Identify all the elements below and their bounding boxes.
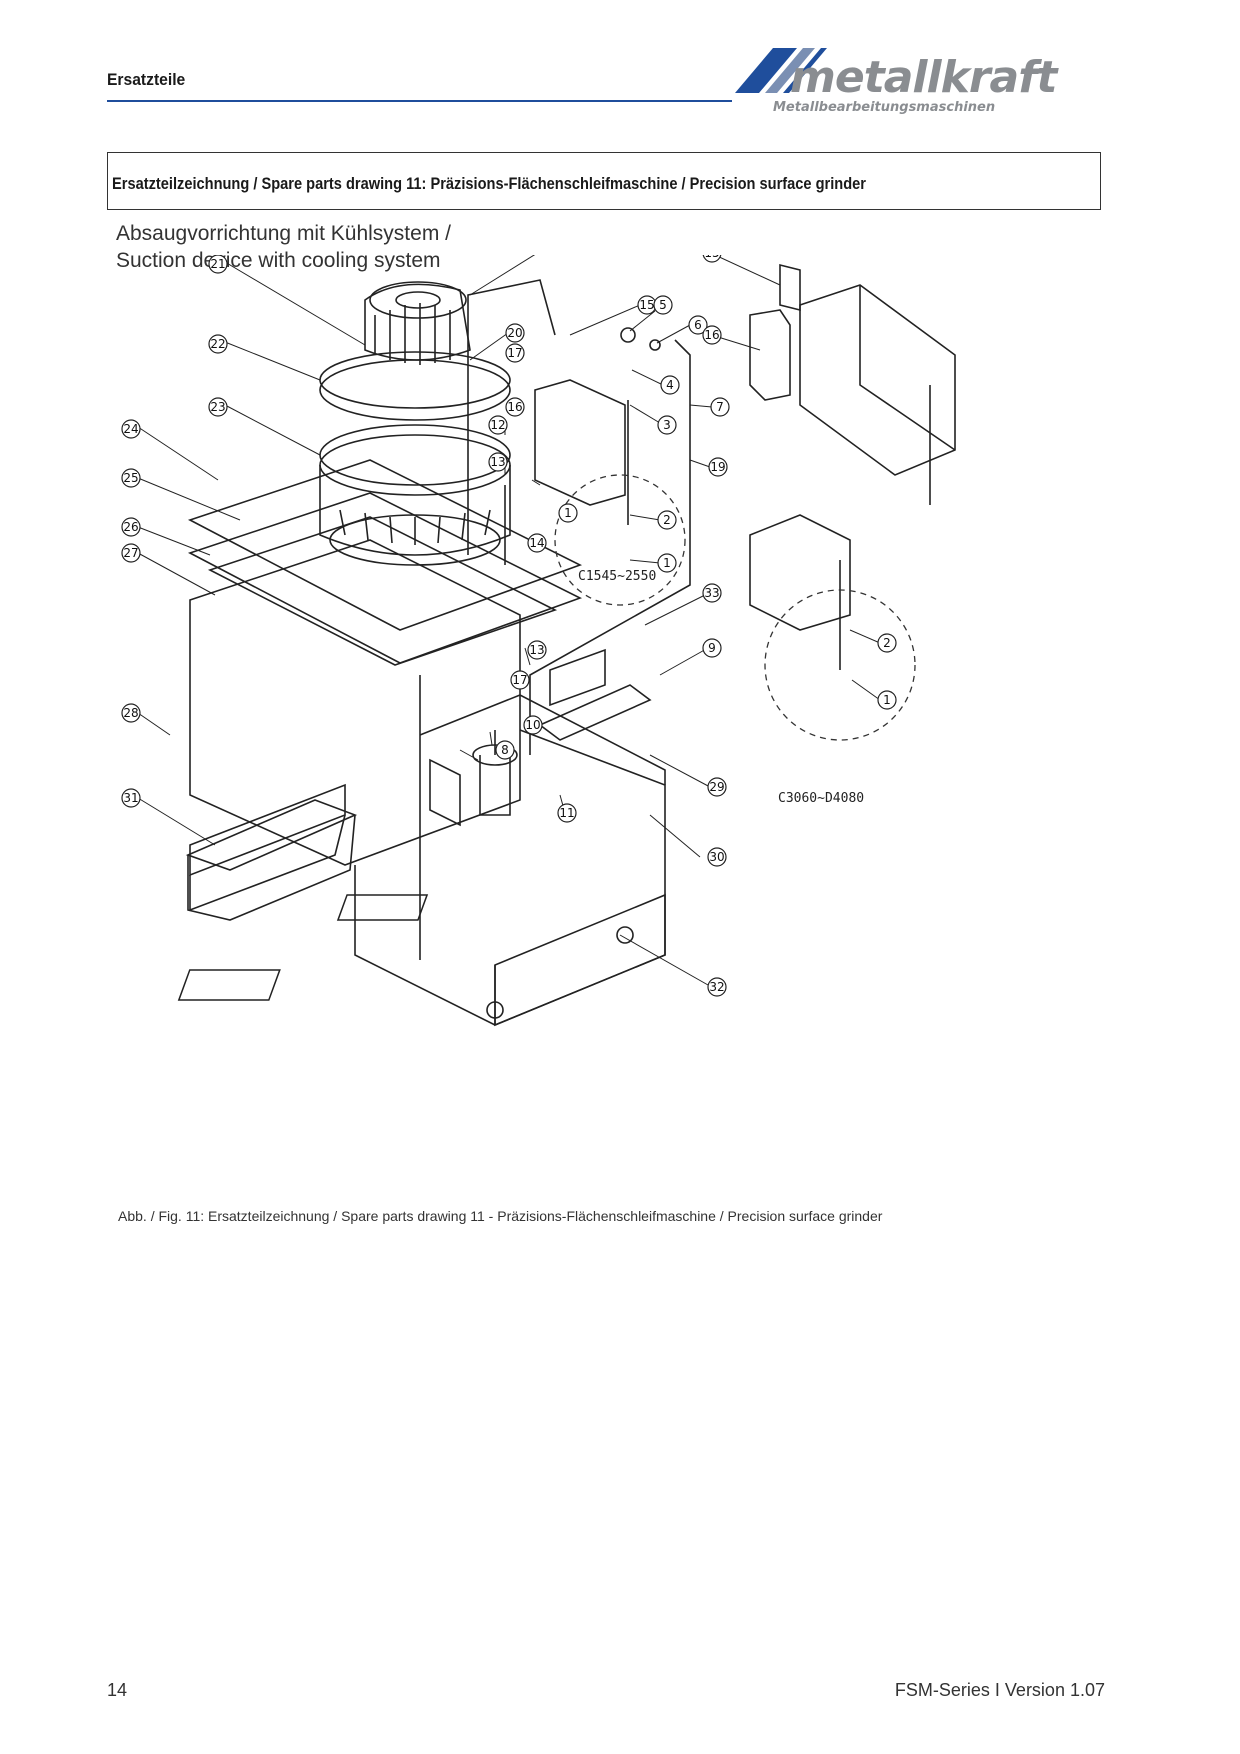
svg-text:26: 26 [123,520,138,534]
svg-text:20: 20 [507,326,522,340]
drawing-title-box: Ersatzteilzeichnung / Spare parts drawin… [107,152,1101,210]
drawing-linework [177,263,956,1027]
part-callout: 31 [121,788,141,808]
brand-logo: metallkraft Metallbearbeitungsmaschinen [735,48,1060,115]
part-callout: 32 [707,977,727,997]
figure-caption: Abb. / Fig. 11: Ersatzteilzeichnung / Sp… [118,1208,883,1224]
part-callout: 12 [488,415,508,435]
svg-text:1: 1 [564,506,572,520]
svg-text:17: 17 [507,346,522,360]
svg-text:1: 1 [883,693,891,707]
version-label: FSM-Series I Version 1.07 [894,1680,1105,1700]
part-callout: 3 [657,415,677,435]
subtitle-line-2: Suction device with cooling system [116,249,441,272]
brand-logo-mark [735,48,827,93]
part-callout: 23 [208,397,228,417]
part-callout: 27 [121,543,141,563]
part-callout: 1 [558,503,578,523]
part-callout: 17 [510,670,530,690]
part-callout: 4 [660,375,680,395]
svg-text:27: 27 [123,546,138,560]
svg-text:11: 11 [559,806,574,820]
part-callout: 13 [488,452,508,472]
svg-text:7: 7 [716,400,724,414]
part-callout: 28 [121,703,141,723]
detail-circles [554,474,916,741]
svg-text:6: 6 [694,318,702,332]
brand-name: metallkraft [790,52,1059,103]
part-callout: 13 [527,640,547,660]
part-callout: 1 [877,690,897,710]
part-callout: 14 [527,533,547,553]
part-callout: 9 [702,638,722,658]
part-callout: 29 [707,777,727,797]
part-callout: 2 [877,633,897,653]
model-label-a: C1545~2550 [578,569,656,584]
svg-text:1: 1 [663,556,671,570]
svg-text:25: 25 [123,471,138,485]
svg-text:9: 9 [708,641,716,655]
part-callout: 1 [657,553,677,573]
part-callout: 26 [121,517,141,537]
svg-text:15: 15 [639,298,654,312]
svg-text:13: 13 [529,643,544,657]
svg-text:22: 22 [210,337,225,351]
svg-text:14: 14 [529,536,544,550]
svg-text:10: 10 [525,718,540,732]
svg-text:16: 16 [704,328,719,342]
part-callouts: 21 22 23 24 25 26 27 28 31 18 20 17 16 1… [121,255,897,997]
svg-text:2: 2 [663,513,671,527]
part-callout: 8 [495,740,515,760]
part-callout: 6 [688,315,708,335]
svg-text:29: 29 [709,780,724,794]
part-callout: 24 [121,419,141,439]
part-callout: 11 [557,803,577,823]
part-callout: 19 [708,457,728,477]
leader-lines [137,255,881,986]
part-callout: 16 [702,325,722,345]
exploded-parts-drawing: 21 22 23 24 25 26 27 28 31 18 20 17 16 1… [121,255,956,1027]
svg-text:4: 4 [666,378,674,392]
part-callout: 2 [657,510,677,530]
svg-text:8: 8 [501,743,509,757]
svg-text:16: 16 [507,400,522,414]
svg-text:19: 19 [710,460,725,474]
part-callout: 15 [702,255,722,263]
svg-text:21: 21 [210,257,225,271]
part-callout: 5 [653,295,673,315]
svg-text:2: 2 [883,636,891,650]
svg-text:30: 30 [709,850,724,864]
part-callout: 20 [505,323,525,343]
part-callout: 15 [637,295,657,315]
svg-text:5: 5 [659,298,667,312]
part-callout: 21 [208,255,228,274]
svg-text:31: 31 [123,791,138,805]
svg-text:17: 17 [512,673,527,687]
svg-text:32: 32 [709,980,724,994]
svg-text:33: 33 [704,586,719,600]
svg-text:13: 13 [490,455,505,469]
part-callout: 30 [707,847,727,867]
svg-text:24: 24 [123,422,138,436]
assembly-subtitle: Absaugvorrichtung mit Kühlsystem / Sucti… [116,220,451,274]
svg-text:12: 12 [490,418,505,432]
page-number: 14 [107,1680,128,1700]
drawing-title: Ersatzteilzeichnung / Spare parts drawin… [112,174,866,193]
part-callout: 10 [523,715,543,735]
header-rule [107,100,732,102]
svg-text:28: 28 [123,706,138,720]
brand-tagline: Metallbearbeitungsmaschinen [773,100,995,115]
svg-text:3: 3 [663,418,671,432]
part-callout: 25 [121,468,141,488]
part-callout: 7 [710,397,730,417]
part-callout: 16 [505,397,525,417]
part-callout: 17 [505,343,525,363]
part-callout: 22 [208,334,228,354]
subtitle-line-1: Absaugvorrichtung mit Kühlsystem / [116,222,451,245]
svg-text:23: 23 [210,400,225,414]
part-callout: 33 [702,583,722,603]
section-title: Ersatzteile [107,70,186,89]
svg-text:15: 15 [704,255,719,260]
model-label-b: C3060~D4080 [778,791,864,806]
